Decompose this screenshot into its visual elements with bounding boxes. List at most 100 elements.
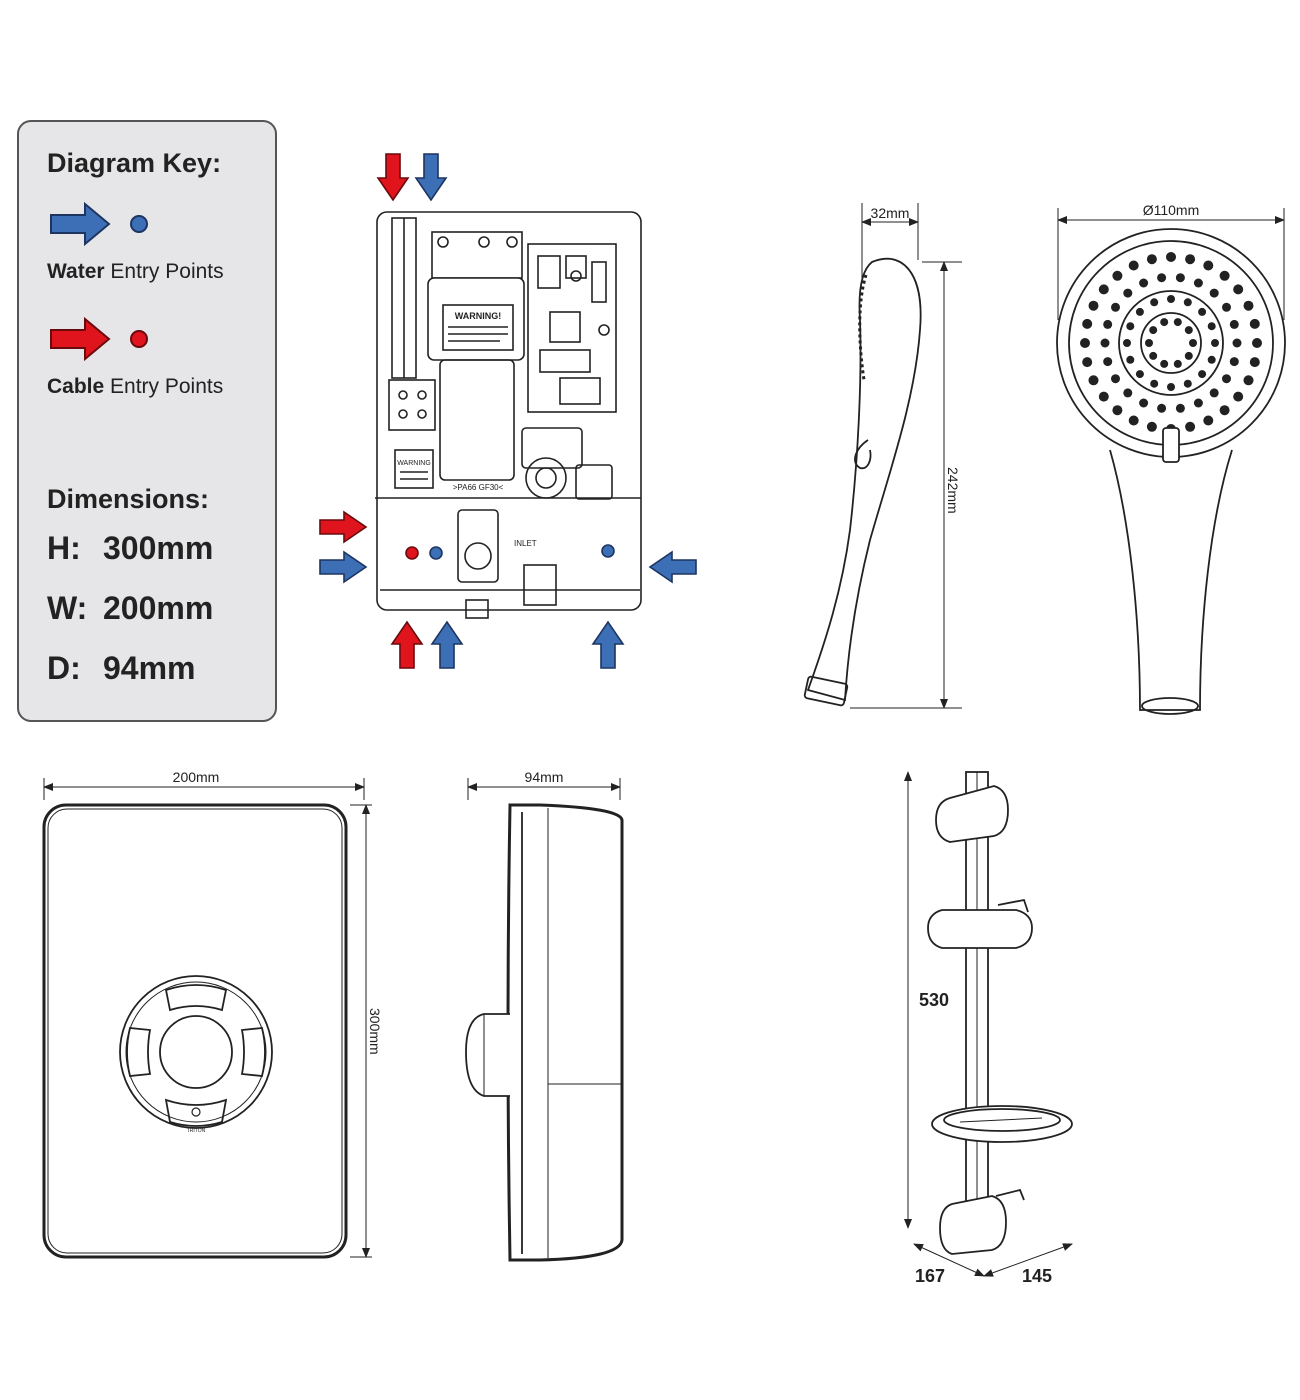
spray-nozzle xyxy=(1173,318,1182,327)
soap-dish xyxy=(931,1105,1073,1143)
terminal-block xyxy=(388,379,436,431)
inlet-fitting xyxy=(457,509,499,583)
riser-rail: 530 167 145 xyxy=(904,771,1073,1286)
handset-handle xyxy=(1109,449,1233,711)
rail-width-label: 145 xyxy=(1022,1266,1052,1286)
spray-nozzle xyxy=(1198,370,1207,379)
power-button xyxy=(164,1098,228,1127)
handset-face-outer xyxy=(1056,228,1286,458)
spray-nozzle xyxy=(1233,391,1244,402)
spray-nozzle xyxy=(1167,383,1175,391)
dimension-depth: D:94mm xyxy=(47,650,196,686)
spray-nozzle xyxy=(1249,357,1260,368)
solenoid-valve xyxy=(521,427,583,469)
unit-width-label: 200mm xyxy=(173,769,220,785)
spray-nozzle xyxy=(1184,351,1193,360)
spray-nozzle xyxy=(1193,278,1203,288)
flow-button-top xyxy=(164,984,228,1012)
spray-nozzle xyxy=(1222,302,1231,312)
bottom-right-water-arrow-icon xyxy=(591,620,625,669)
heater-warning-label xyxy=(442,304,514,351)
spray-nozzle xyxy=(1249,318,1260,329)
pressure-switch xyxy=(575,464,613,500)
spray-nozzle xyxy=(1229,319,1239,329)
handset-front-view: Ø110mm xyxy=(1056,202,1286,715)
spray-nozzle xyxy=(1207,355,1216,364)
spray-nozzle xyxy=(1112,405,1123,416)
rail-height-label: 530 xyxy=(919,990,949,1010)
rail-depth-label: 167 xyxy=(915,1266,945,1286)
internal-unit-view: WARNING WARNING! >PA66 GF30< INLET xyxy=(375,211,642,619)
unit-depth-label: 94mm xyxy=(525,769,564,785)
spray-nozzle xyxy=(1198,307,1207,316)
spray-nozzle xyxy=(1123,288,1133,298)
side-control-dial xyxy=(465,1013,510,1097)
water-dot-icon xyxy=(130,215,148,233)
spray-nozzle xyxy=(1160,318,1169,327)
heater-body xyxy=(439,359,515,481)
spray-nozzle xyxy=(1103,319,1113,329)
spray-nozzle xyxy=(1219,270,1230,281)
spray-nozzle xyxy=(1157,273,1167,283)
water-arrow-icon xyxy=(50,201,111,247)
spray-nozzle xyxy=(1203,260,1214,271)
spray-nozzle xyxy=(1184,326,1193,335)
warning-label-text: WARNING xyxy=(397,460,431,467)
spray-nozzle xyxy=(1126,355,1135,364)
diagram-key-panel: Diagram Key: Water Entry Points Cable En… xyxy=(17,120,277,722)
spray-nozzle xyxy=(1209,388,1219,398)
spray-nozzle xyxy=(1189,339,1197,347)
cable-arrow-icon xyxy=(50,316,111,362)
spray-nozzle xyxy=(1222,374,1231,384)
outlet-fitting xyxy=(465,599,489,619)
spray-nozzle xyxy=(1098,391,1109,402)
spray-nozzle xyxy=(1193,398,1203,408)
spray-nozzle xyxy=(1111,374,1120,384)
spray-nozzle xyxy=(1149,326,1158,335)
spray-nozzle xyxy=(1126,322,1135,331)
inlet-text: INLET xyxy=(514,539,537,548)
dimensions-title: Dimensions: xyxy=(47,484,210,514)
handset-side-view: 32mm 242mm xyxy=(803,203,962,709)
handset-depth-label: 32mm xyxy=(871,205,910,221)
unit-front-cover xyxy=(42,803,348,1259)
slider-bracket xyxy=(927,909,1033,949)
spray-nozzle xyxy=(1103,357,1113,367)
bottom-wall-bracket xyxy=(939,1195,1007,1255)
warning-label-small xyxy=(394,449,434,489)
dimension-width: W:200mm xyxy=(47,590,214,626)
spray-nozzle xyxy=(1252,338,1262,348)
spray-nozzle xyxy=(1232,338,1242,348)
spray-nozzle xyxy=(1207,322,1216,331)
diagram-key-title: Diagram Key: xyxy=(47,148,222,178)
spray-nozzle xyxy=(1209,288,1219,298)
left-water-arrow-icon xyxy=(319,550,368,584)
spray-nozzle xyxy=(1243,300,1254,311)
handset-hose-nut xyxy=(803,675,849,707)
spray-nozzle xyxy=(1183,379,1192,388)
left-cable-arrow-icon xyxy=(319,510,368,544)
temp-cold-button xyxy=(126,1027,152,1077)
cable-dot-icon xyxy=(130,330,148,348)
spray-nozzle xyxy=(1146,254,1157,265)
bottom-cable-arrow-icon xyxy=(390,620,424,669)
spray-nozzle xyxy=(1150,379,1159,388)
spray-nozzle xyxy=(1150,298,1159,307)
spray-nozzle xyxy=(1098,284,1109,295)
spray-nozzle xyxy=(1233,284,1244,295)
pcb-board xyxy=(527,243,617,413)
control-dial-center xyxy=(159,1015,233,1089)
cable-key-symbols xyxy=(50,316,148,362)
bottom-water-arrow-icon xyxy=(430,620,464,669)
spray-nozzle xyxy=(1243,375,1254,386)
spray-nozzle xyxy=(1160,359,1169,368)
spray-nozzle xyxy=(1185,254,1196,265)
water-entry-label: Water Entry Points xyxy=(47,260,224,283)
spray-nozzle xyxy=(1112,270,1123,281)
dimension-height: H:300mm xyxy=(47,530,214,566)
top-wall-bracket xyxy=(935,785,1009,843)
spray-nozzle xyxy=(1135,307,1144,316)
cable-entry-label: Cable Entry Points xyxy=(47,375,224,398)
spray-nozzle xyxy=(1145,339,1153,347)
